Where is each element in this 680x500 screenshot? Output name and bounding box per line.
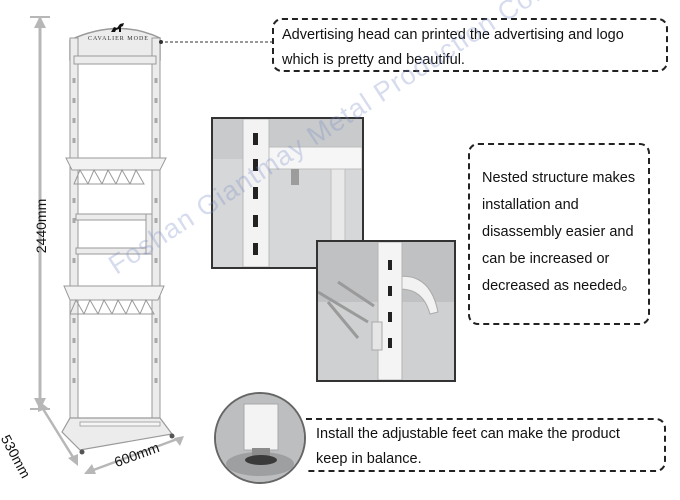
nested-structure-photo	[211, 117, 364, 269]
horse-logo-icon	[111, 23, 124, 32]
advertising-leader-line	[159, 40, 272, 44]
hook-detail-photo	[316, 240, 456, 382]
advertising-callout: Advertising head can printed the adverti…	[272, 18, 668, 72]
nested-structure-callout: Nested structure makes installation and …	[468, 143, 650, 325]
depth-label: 530mm	[0, 432, 34, 481]
nested-structure-callout-text: Nested structure makes installation and …	[482, 170, 636, 294]
height-label: 2440mm	[33, 198, 49, 254]
depth-dimension-line	[38, 400, 78, 466]
adjustable-feet-callout: Install the adjustable feet can make the…	[306, 418, 666, 472]
width-dimension-line	[84, 436, 184, 474]
display-rack-illustration	[61, 27, 175, 455]
adjustable-foot-photo	[214, 392, 306, 484]
advertising-callout-text: Advertising head can printed the adverti…	[282, 27, 624, 68]
advertising-head-logo: CAVALIER MODE	[88, 36, 149, 42]
adjustable-feet-callout-text: Install the adjustable feet can make the…	[316, 426, 620, 467]
